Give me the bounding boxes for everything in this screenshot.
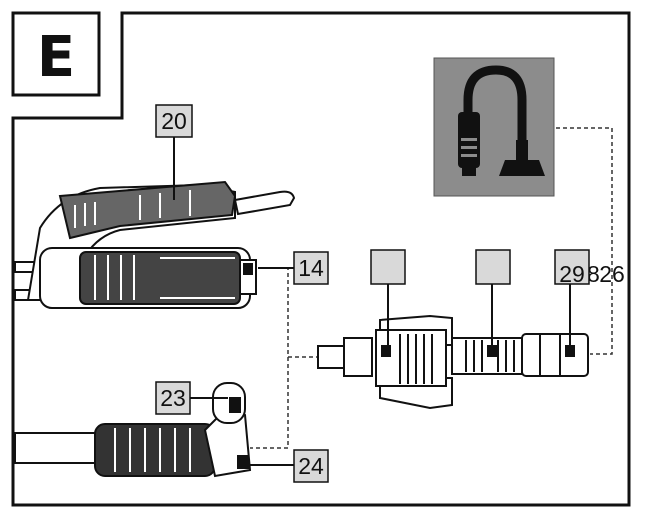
pole-coupling (317, 314, 453, 410)
callout-14: 14 (258, 251, 329, 285)
svg-text:23: 23 (160, 385, 186, 411)
callout-24: 24 (244, 449, 329, 483)
svg-text:24: 24 (298, 453, 324, 479)
callout-26: 26 (370, 249, 625, 352)
vacuum-adapter-hose (451, 333, 589, 377)
hedge-trimmer-head (14, 180, 296, 309)
svg-text:26: 26 (599, 261, 625, 287)
extension-pole-tube (14, 382, 252, 478)
callout-23: 23 (155, 381, 228, 415)
svg-text:29: 29 (559, 261, 585, 287)
section-label: E (37, 25, 75, 90)
section-label-box (11, 11, 101, 97)
svg-text:14: 14 (298, 255, 324, 281)
vacuum-cleaner-icon (433, 57, 555, 197)
callout-29: 29 (554, 249, 590, 348)
callout-20: 20 (155, 104, 193, 200)
svg-text:20: 20 (161, 108, 187, 134)
diagram-frame (11, 11, 631, 507)
